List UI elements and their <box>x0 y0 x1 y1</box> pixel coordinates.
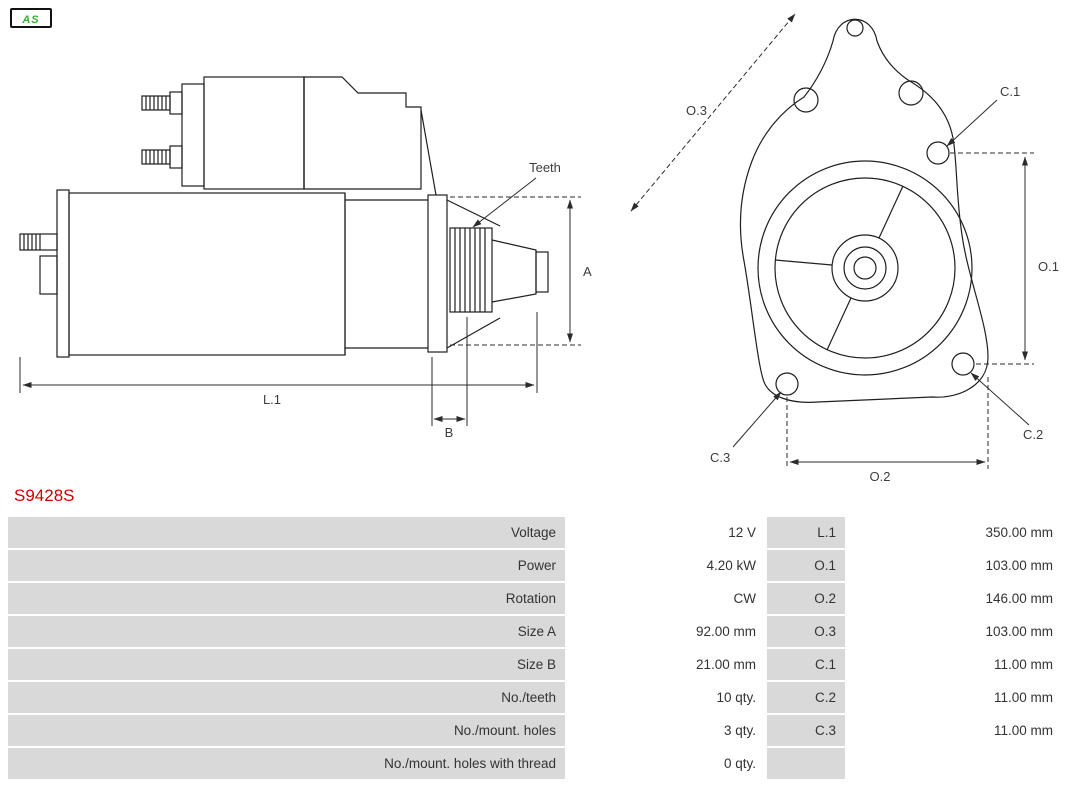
label-o3: O.3 <box>686 103 707 118</box>
spec-value-cell: 4.20 kW <box>567 550 765 581</box>
dim-label-cell: C.2 <box>767 682 845 713</box>
spec-label-cell: No./mount. holes with thread <box>8 748 565 779</box>
spec-label-cell: Rotation <box>8 583 565 614</box>
as-logo-text: AS <box>22 14 40 26</box>
side-view-drawing <box>19 76 549 358</box>
dim-label-cell <box>767 748 845 779</box>
spec-label-cell: Size B <box>8 649 565 680</box>
front-view-drawing <box>739 18 989 403</box>
label-a: A <box>583 264 592 279</box>
dimension-b: B <box>431 317 468 440</box>
label-b: B <box>445 425 454 440</box>
callout-c2: C.2 <box>970 372 1043 442</box>
label-c2: C.2 <box>1023 427 1043 442</box>
dim-label-cell: O.3 <box>767 616 845 647</box>
spec-value-cell: 0 qty. <box>567 748 765 779</box>
spec-label-cell: Voltage <box>8 517 565 548</box>
dim-label-cell: O.2 <box>767 583 845 614</box>
dimension-a: A <box>450 196 592 346</box>
callout-c1: C.1 <box>946 84 1020 147</box>
dim-value-cell: 103.00 mm <box>847 616 1062 647</box>
mounting-hole-c1 <box>926 141 950 165</box>
pinion-gear <box>449 227 493 313</box>
spec-value-cell: 10 qty. <box>567 682 765 713</box>
mounting-hole-top <box>846 19 864 37</box>
motor-face <box>757 160 973 376</box>
dim-label-cell: L.1 <box>767 517 845 548</box>
casting-boss-left <box>793 87 819 113</box>
solenoid-terminal-upper <box>141 91 183 115</box>
label-o2: O.2 <box>870 469 891 484</box>
spec-label-cell: No./teeth <box>8 682 565 713</box>
as-logo: AS <box>10 8 52 28</box>
dim-label-cell: O.1 <box>767 550 845 581</box>
drive-end-housing <box>344 109 549 355</box>
callout-c3: C.3 <box>710 391 782 465</box>
spec-value-cell: CW <box>567 583 765 614</box>
dim-label-cell: C.3 <box>767 715 845 746</box>
dim-value-cell <box>847 748 1062 779</box>
spec-label-cell: No./mount. holes <box>8 715 565 746</box>
drive-shaft-nose <box>491 239 549 303</box>
dim-value-cell: 103.00 mm <box>847 550 1062 581</box>
mounting-hole-c2 <box>951 352 975 376</box>
part-number: S9428S <box>14 486 75 505</box>
solenoid-terminal-lower <box>141 145 183 169</box>
dim-value-cell: 146.00 mm <box>847 583 1062 614</box>
dim-value-cell: 11.00 mm <box>847 649 1062 680</box>
spec-value-cell: 12 V <box>567 517 765 548</box>
label-c1: C.1 <box>1000 84 1020 99</box>
dim-value-cell: 11.00 mm <box>847 682 1062 713</box>
label-teeth: Teeth <box>529 160 561 175</box>
dimension-o3: O.3 <box>630 13 796 212</box>
motor-body <box>56 189 346 358</box>
spec-value-cell: 92.00 mm <box>567 616 765 647</box>
mounting-hole-c3 <box>775 372 799 396</box>
teeth-callout: Teeth <box>472 160 561 228</box>
spec-value-cell: 21.00 mm <box>567 649 765 680</box>
label-l1: L.1 <box>263 392 281 407</box>
spec-label-cell: Size A <box>8 616 565 647</box>
label-o1: O.1 <box>1038 259 1059 274</box>
spec-value-cell: 3 qty. <box>567 715 765 746</box>
dimension-o1: O.1 <box>950 152 1059 365</box>
mounting-flange <box>739 18 989 403</box>
spec-label-cell: Power <box>8 550 565 581</box>
solenoid <box>141 76 422 190</box>
dim-value-cell: 11.00 mm <box>847 715 1062 746</box>
label-c3: C.3 <box>710 450 730 465</box>
casting-boss-right <box>898 80 924 106</box>
terminal-stud-left <box>19 233 58 295</box>
dim-value-cell: 350.00 mm <box>847 517 1062 548</box>
dim-label-cell: C.1 <box>767 649 845 680</box>
spec-table: Voltage 12 V L.1 350.00 mm Power 4.20 kW… <box>8 517 1062 779</box>
dimension-o2: O.2 <box>786 377 989 484</box>
dimension-l1: L.1 <box>19 312 538 407</box>
technical-drawings: A L.1 B Teeth <box>19 13 1059 484</box>
